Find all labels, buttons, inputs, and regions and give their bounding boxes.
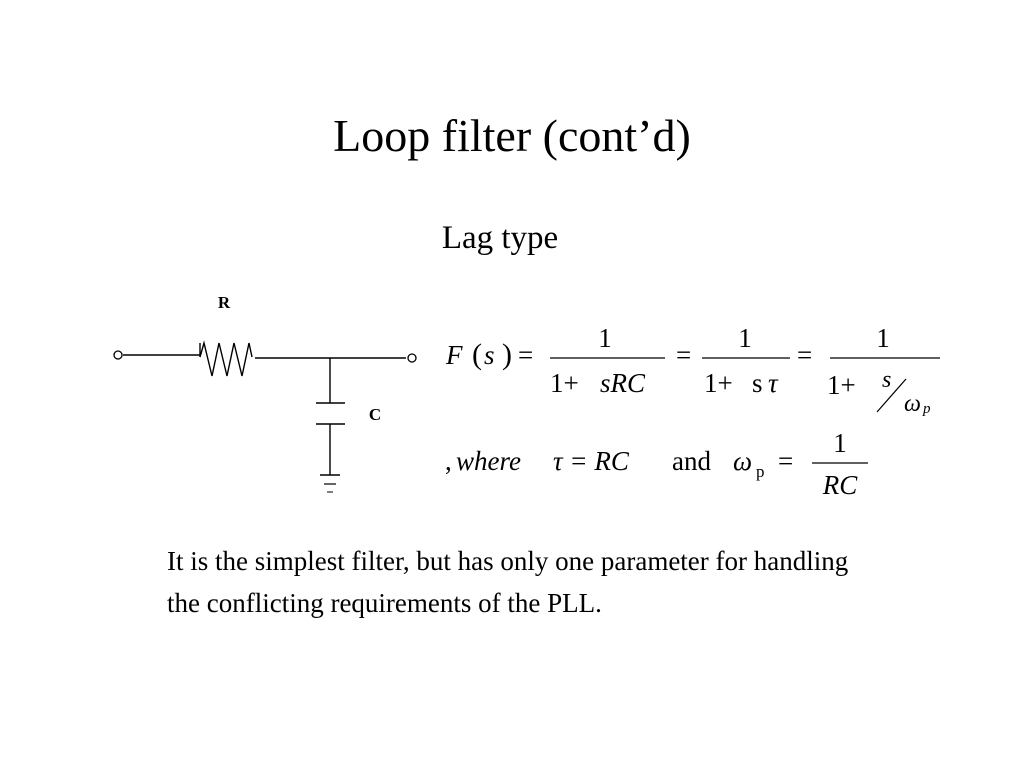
frac2-one-plus: 1+ (704, 368, 733, 398)
frac3-omega: ω (904, 391, 921, 417)
where-omega: ω (733, 446, 752, 476)
where-equals: = (778, 446, 793, 476)
frac4-numerator: 1 (833, 428, 847, 458)
eq-equals-3: = (797, 340, 812, 370)
frac3-numerator: 1 (876, 323, 890, 353)
eq-s: s (484, 340, 495, 370)
frac3-s: s (882, 367, 891, 393)
capacitor-label: C (369, 405, 381, 424)
where-comma: , (445, 446, 452, 476)
where-and: and (672, 446, 711, 476)
eq-paren-open: ( (472, 338, 482, 371)
where-omega-sub: p (756, 462, 765, 481)
frac2-numerator: 1 (738, 323, 752, 353)
frac2-tau: τ (768, 368, 779, 398)
resistor-label: R (218, 293, 231, 312)
where-word: where (456, 446, 521, 476)
frac3-one-plus: 1+ (827, 370, 856, 400)
input-terminal (113, 350, 123, 360)
output-terminal (407, 353, 417, 363)
slide-title: Loop filter (cont’d) (333, 110, 691, 161)
eq-F: F (445, 340, 463, 370)
explanation-paragraph: It is the simplest filter, but has only … (167, 546, 849, 618)
eq-paren-close: ) (502, 338, 512, 371)
frac2-s: s (752, 368, 763, 398)
frac1-sRC: sRC (600, 368, 646, 398)
frac4-RC: RC (822, 470, 858, 500)
eq-equals-1: = (518, 340, 533, 370)
frac3-slash (876, 378, 907, 413)
slide-subtitle: Lag type (441, 220, 559, 256)
frac1-numerator: 1 (598, 323, 612, 353)
frac1-one-plus: 1+ (550, 368, 579, 398)
resistor-symbol (199, 340, 253, 377)
frac3-omega-sub: p (922, 401, 931, 417)
eq-equals-2: = (676, 340, 691, 370)
where-tau-rc: τ = RC (553, 446, 630, 476)
